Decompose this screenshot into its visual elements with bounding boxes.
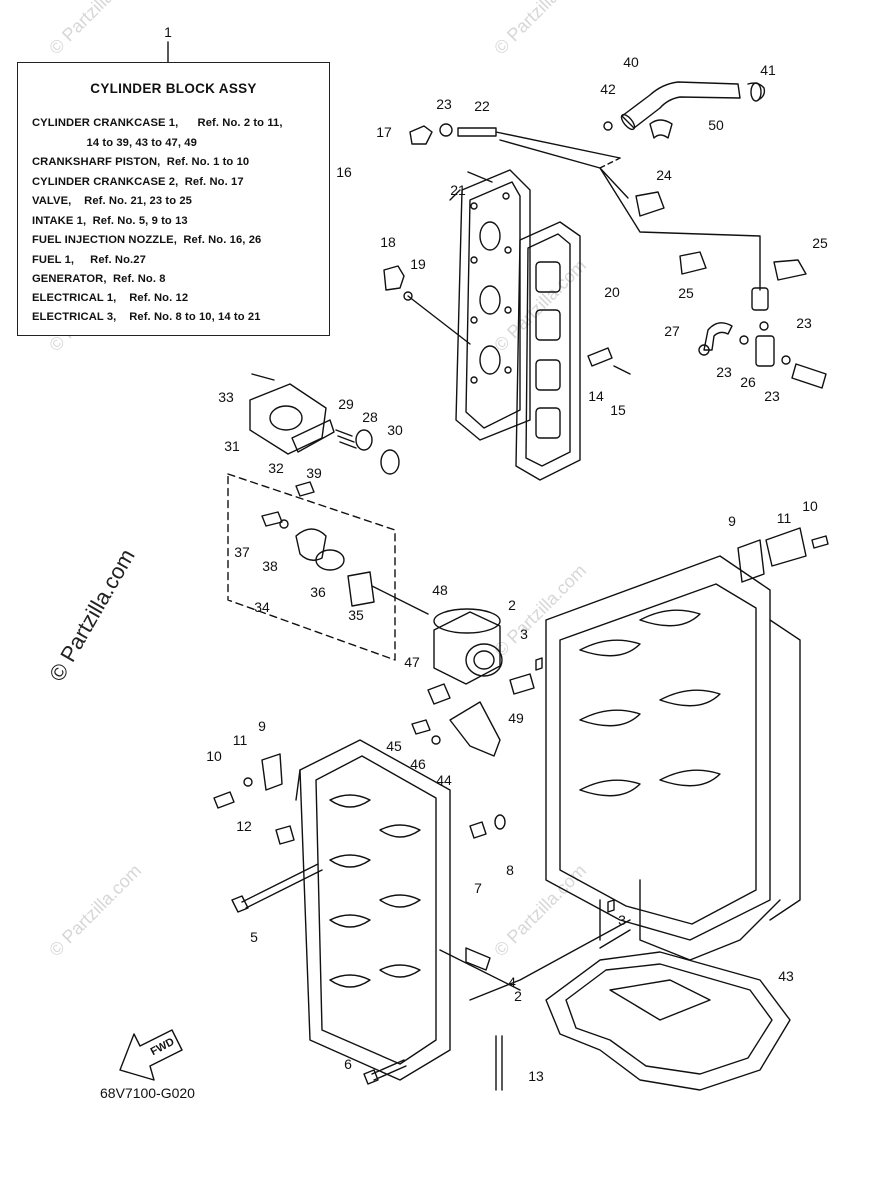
- fuel-connector-part: [698, 321, 827, 389]
- callout-10: 10: [206, 748, 222, 764]
- callout-50: 50: [708, 117, 724, 133]
- callout-34: 34: [254, 599, 270, 615]
- leader-lines: [439, 919, 631, 1001]
- legend-line: VALVE, Ref. No. 21, 23 to 25: [32, 195, 192, 207]
- hose-part: [603, 81, 766, 139]
- callout-44: 44: [436, 772, 452, 788]
- callout-27: 27: [664, 323, 680, 339]
- callout-43: 43: [778, 968, 794, 984]
- callout-36: 36: [310, 584, 326, 600]
- callout-17: 17: [376, 124, 392, 140]
- callout-21: 21: [450, 182, 466, 198]
- callout-41: 41: [760, 62, 776, 78]
- callout-31: 31: [224, 438, 240, 454]
- callout-22: 22: [474, 98, 490, 114]
- legend-box: CYLINDER BLOCK ASSY CYLINDER CRANKCASE 1…: [17, 62, 330, 336]
- callout-23: 23: [716, 364, 732, 380]
- legend-line: CRANKSHARF PISTON, Ref. No. 1 to 10: [32, 156, 250, 168]
- drawing-code: 68V7100-G020: [100, 1085, 195, 1101]
- bracket-part: [587, 347, 631, 375]
- legend-title: CYLINDER BLOCK ASSY: [90, 81, 257, 96]
- bracket-plate-right: [737, 527, 829, 583]
- legend-line: CYLINDER CRANKCASE 1, Ref. No. 2 to 11,: [32, 117, 283, 129]
- legend-line: CYLINDER CRANKCASE 2, Ref. No. 17: [32, 176, 244, 188]
- gasket-part: [515, 221, 581, 481]
- fuel-line-routing: [499, 139, 807, 311]
- callout-25: 25: [812, 235, 828, 251]
- callout-11: 11: [232, 732, 248, 748]
- callout-28: 28: [362, 409, 378, 425]
- callout-15: 15: [610, 402, 626, 418]
- callout-4: 4: [508, 974, 516, 990]
- callout-40: 40: [623, 54, 639, 70]
- legend-line: FUEL 1, Ref. No.27: [32, 254, 146, 266]
- callout-2: 2: [514, 988, 522, 1004]
- callout-legend-ref: 1: [164, 24, 172, 40]
- callout-26: 26: [740, 374, 756, 390]
- callout-18: 18: [380, 234, 396, 250]
- callout-35: 35: [348, 607, 364, 623]
- callout-46: 46: [410, 756, 426, 772]
- callout-39: 39: [306, 465, 322, 481]
- callout-33: 33: [218, 389, 234, 405]
- callout-23: 23: [796, 315, 812, 331]
- engine-mount-bracket: [411, 701, 501, 757]
- cylinder-cover-plate: [449, 169, 531, 441]
- dowel-pins: [535, 657, 615, 913]
- fuel-pipe-part: [409, 123, 621, 159]
- callout-37: 37: [234, 544, 250, 560]
- subassembly-dashed-box: [227, 473, 396, 661]
- callout-42: 42: [600, 81, 616, 97]
- callout-3: 3: [520, 626, 528, 642]
- sensor-parts: [261, 481, 429, 615]
- callout-49: 49: [508, 710, 524, 726]
- callout-11: 11: [776, 510, 792, 526]
- callout-3: 3: [618, 912, 626, 928]
- callout-25: 25: [678, 285, 694, 301]
- callout-12: 12: [236, 818, 252, 834]
- callout-6: 6: [344, 1056, 352, 1072]
- callout-10: 10: [802, 498, 818, 514]
- legend-line: FUEL INJECTION NOZZLE, Ref. No. 16, 26: [32, 234, 262, 246]
- legend-line: GENERATOR, Ref. No. 8: [32, 273, 166, 285]
- bolt-parts: [213, 753, 506, 1091]
- legend-line: INTAKE 1, Ref. No. 5, 9 to 13: [32, 215, 188, 227]
- legend-line: 14 to 39, 43 to 47, 49: [32, 137, 197, 149]
- callout-23: 23: [764, 388, 780, 404]
- callout-47: 47: [404, 654, 420, 670]
- callout-23: 23: [436, 96, 452, 112]
- legend-line: ELECTRICAL 3, Ref. No. 8 to 10, 14 to 21: [32, 311, 261, 323]
- callout-14: 14: [588, 388, 604, 404]
- thermostat-cover-part: [249, 373, 400, 475]
- callout-38: 38: [262, 558, 278, 574]
- base-gasket: [545, 951, 791, 1091]
- callout-9: 9: [728, 513, 736, 529]
- callout-2: 2: [508, 597, 516, 613]
- callout-5: 5: [250, 929, 258, 945]
- callout-20: 20: [604, 284, 620, 300]
- callout-29: 29: [338, 396, 354, 412]
- callout-9: 9: [258, 718, 266, 734]
- callout-45: 45: [386, 738, 402, 754]
- screw-part: [383, 265, 471, 345]
- legend-line: ELECTRICAL 1, Ref. No. 12: [32, 292, 189, 304]
- crankcase-block: [545, 555, 801, 961]
- fitting-parts: [427, 673, 535, 705]
- callout-8: 8: [506, 862, 514, 878]
- callout-19: 19: [410, 256, 426, 272]
- callout-13: 13: [528, 1068, 544, 1084]
- callout-48: 48: [432, 582, 448, 598]
- callout-7: 7: [474, 880, 482, 896]
- callout-32: 32: [268, 460, 284, 476]
- oil-filter-part: [433, 608, 503, 685]
- cylinder-block-left: [295, 739, 451, 1081]
- fwd-arrow-icon: [119, 1029, 183, 1081]
- callout-24: 24: [656, 167, 672, 183]
- callout-30: 30: [387, 422, 403, 438]
- callout-16: 16: [336, 164, 352, 180]
